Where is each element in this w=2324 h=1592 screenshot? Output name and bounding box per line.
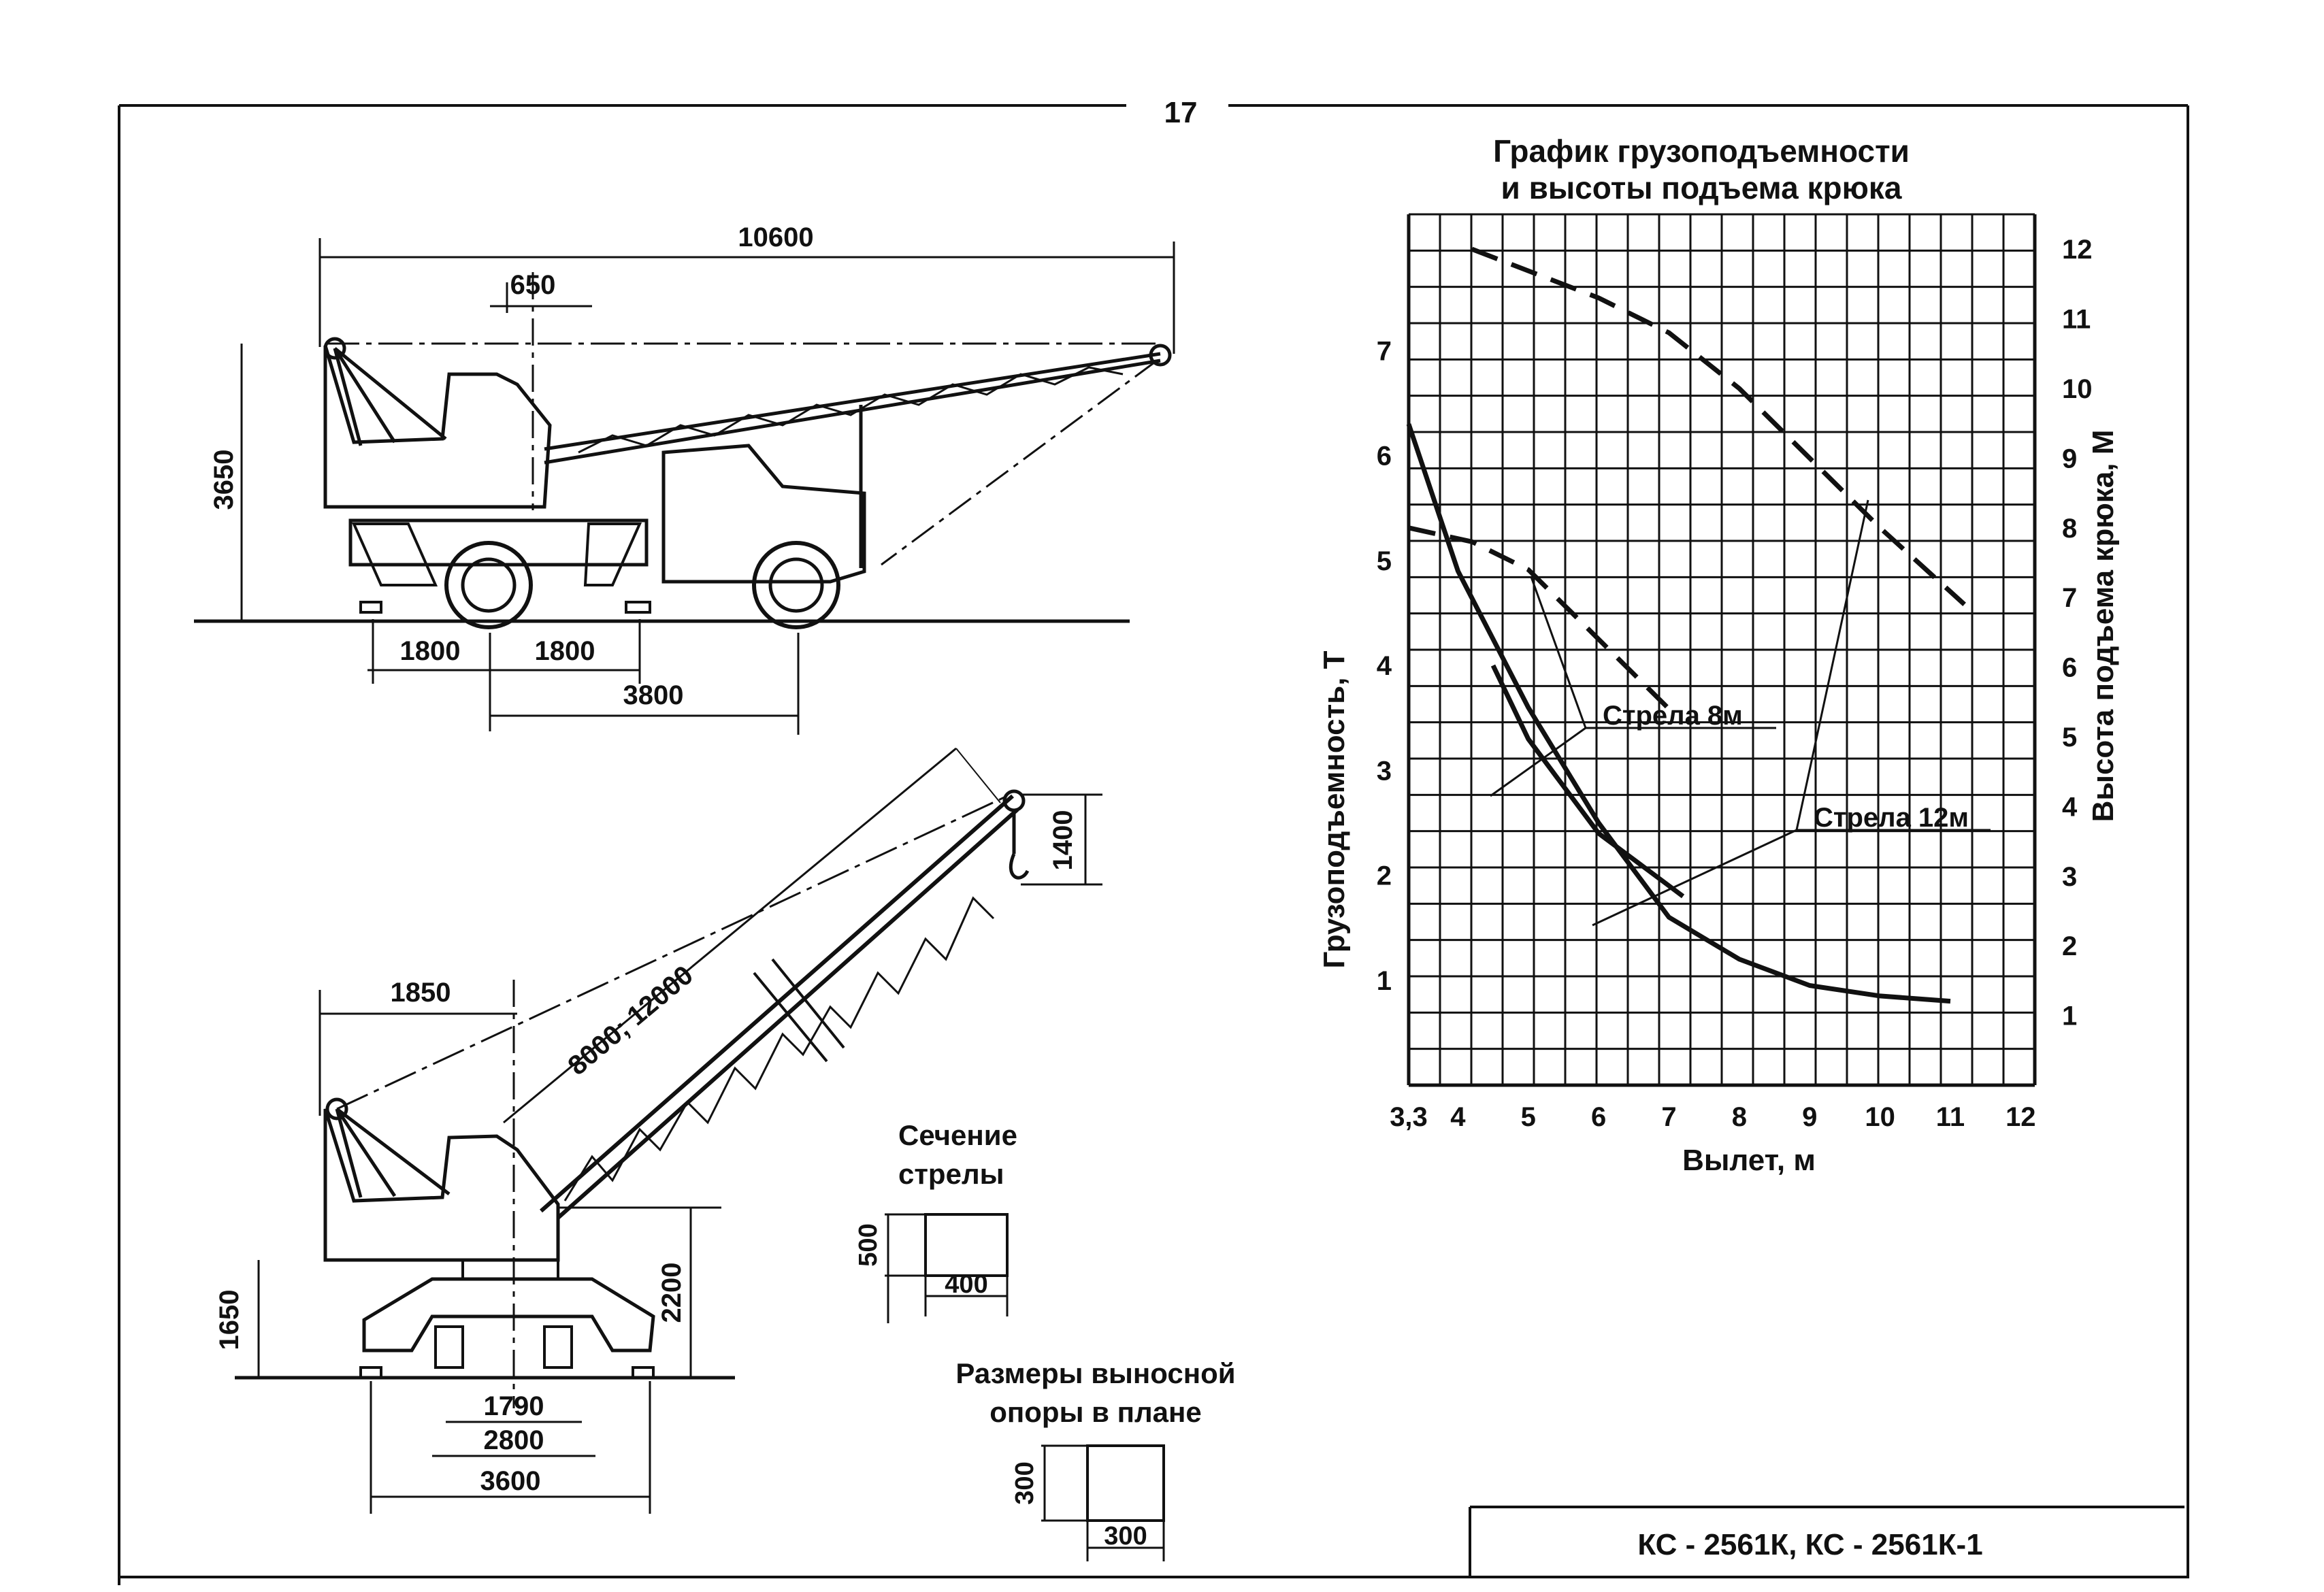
y-left-tick-label: 1 <box>1377 966 1392 996</box>
x-tick-label: 9 <box>1802 1102 1817 1132</box>
y-right-tick-label: 2 <box>2062 931 2077 961</box>
y-right-tick-label: 5 <box>2062 723 2077 752</box>
y-right-tick-label: 10 <box>2062 374 2093 404</box>
chart-ylabel-left: Грузоподъемность, Т <box>1318 650 1351 968</box>
capacity-chart: График грузоподъемности и высоты подъема… <box>1318 133 2120 1177</box>
x-tick-label: 3,3 <box>1390 1102 1428 1132</box>
dim-boom-pivot-height: 2200 <box>657 1263 687 1323</box>
annotation-boom-8: Стрела 8м <box>1603 701 1743 731</box>
boom-section-dim-width: 400 <box>945 1270 987 1299</box>
y-right-tick-label: 3 <box>2062 862 2077 892</box>
dim-height: 3650 <box>209 450 239 510</box>
boom-section-rect <box>924 1213 1009 1277</box>
dim-reach: 1850 <box>391 978 451 1008</box>
crane-working-view <box>235 747 1102 1514</box>
chart-ylabel-right: Высота подъема крюка, М <box>2086 430 2120 823</box>
x-tick-label: 8 <box>1732 1102 1747 1132</box>
y-left-tick-label: 5 <box>1377 546 1392 576</box>
series-line <box>1490 664 1685 899</box>
series-line <box>1471 246 1966 606</box>
series-line <box>1406 423 1951 1004</box>
boom-section: Сечение стрелы 500 400 <box>854 1119 1017 1323</box>
dim-base-inner: 1790 <box>484 1391 544 1421</box>
dim-left-span: 1800 <box>400 636 461 666</box>
series-line <box>1408 525 1671 711</box>
boom-section-title-1: Сечение <box>898 1119 1017 1151</box>
annotation-boom-12: Стрела 12м <box>1814 803 1969 833</box>
dim-total-length: 10600 <box>738 222 813 252</box>
outrigger-plan: Размеры выносной опоры в плане 300 300 <box>955 1357 1236 1561</box>
outrigger-dim-width: 300 <box>1104 1522 1147 1550</box>
outrigger-dim-height: 300 <box>1011 1461 1039 1504</box>
crane-travel-view <box>194 238 1175 735</box>
y-right-tick-label: 9 <box>2062 444 2077 474</box>
y-right-tick-label: 6 <box>2062 653 2077 683</box>
sheet-frame: 17 <box>118 96 2189 1585</box>
dim-mid-span: 1800 <box>535 636 595 666</box>
chart-xlabel: Вылет, м <box>1682 1144 1816 1177</box>
x-tick-label: 7 <box>1661 1102 1676 1132</box>
boom-section-dim-height: 500 <box>854 1223 883 1266</box>
y-right-tick-label: 11 <box>2062 305 2091 335</box>
dim-base-outer: 3600 <box>480 1466 541 1496</box>
x-tick-label: 5 <box>1521 1102 1536 1132</box>
model-designation: КС - 2561К, КС - 2561К-1 <box>1637 1528 1982 1561</box>
y-left-tick-label: 7 <box>1377 336 1392 366</box>
y-right-tick-label: 4 <box>2062 792 2078 822</box>
outrigger-title-1: Размеры выносной <box>955 1357 1235 1389</box>
x-tick-label: 11 <box>1936 1102 1965 1132</box>
title-block: КС - 2561К, КС - 2561К-1 <box>1469 1506 2184 1577</box>
y-left-tick-label: 2 <box>1377 861 1392 891</box>
chart-series <box>1406 246 1966 1004</box>
y-right-tick-label: 12 <box>2062 235 2093 265</box>
dim-boom-length: 8000; 12000 <box>562 960 698 1081</box>
x-tick-label: 12 <box>2006 1102 2036 1132</box>
dim-offset: 650 <box>510 270 556 300</box>
x-tick-label: 6 <box>1591 1102 1606 1132</box>
outrigger-rect <box>1086 1444 1165 1522</box>
dim-base-mid: 2800 <box>484 1425 544 1455</box>
chart-grid <box>1407 213 2037 1087</box>
y-right-tick-label: 7 <box>2062 583 2077 613</box>
x-tick-label: 4 <box>1450 1102 1466 1132</box>
y-left-tick-label: 4 <box>1377 651 1392 681</box>
outrigger-title-2: опоры в плане <box>989 1396 1202 1428</box>
chart-title-line2: и высоты подъема крюка <box>1501 170 1902 205</box>
x-tick-label: 10 <box>1865 1102 1895 1132</box>
y-left-tick-label: 3 <box>1377 756 1392 786</box>
y-right-tick-label: 1 <box>2062 1001 2077 1031</box>
y-left-tick-label: 6 <box>1377 442 1392 471</box>
page-number: 17 <box>1164 96 1198 129</box>
dim-wheelbase: 3800 <box>623 680 684 710</box>
y-right-tick-label: 8 <box>2062 514 2077 544</box>
dim-hook: 1400 <box>1048 810 1078 871</box>
chart-title-line1: График грузоподъемности <box>1493 133 1910 169</box>
boom-section-title-2: стрелы <box>898 1158 1004 1190</box>
dim-platform-height: 1650 <box>214 1290 244 1350</box>
